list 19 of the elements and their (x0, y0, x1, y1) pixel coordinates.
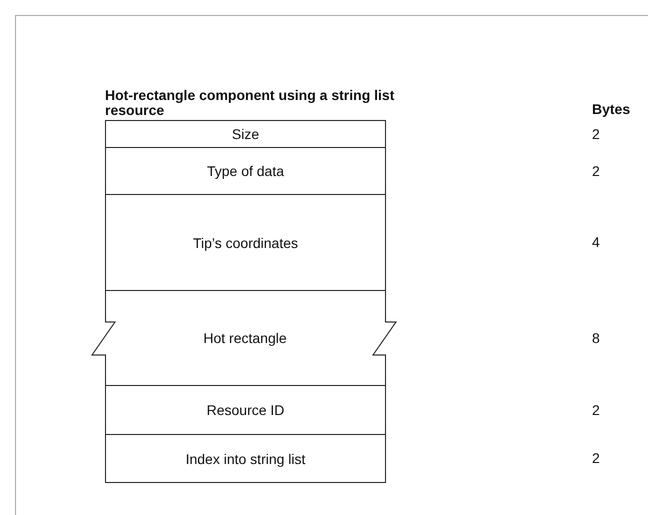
byte-count: 2 (592, 450, 600, 466)
field-row (105, 434, 386, 483)
field-label: Size (232, 126, 260, 142)
field-row (105, 120, 386, 147)
byte-count: 2 (592, 126, 600, 142)
field-label: Tip’s coordinates (192, 234, 298, 250)
byte-count: 2 (592, 162, 600, 178)
byte-count: 8 (592, 330, 600, 346)
field-label: Resource ID (206, 402, 284, 418)
field-label: Index into string list (186, 450, 306, 466)
byte-count: 4 (592, 234, 600, 250)
field-row (105, 147, 386, 194)
diagram-title: Hot-rectangle component using a string list resource (105, 88, 396, 118)
field-label: Type of data (206, 163, 284, 179)
field-row (105, 385, 386, 434)
field-row (105, 194, 386, 290)
column-header: Bytes (592, 101, 630, 117)
field-label: Hot rectangle (203, 330, 287, 346)
byte-count: 2 (592, 402, 600, 418)
